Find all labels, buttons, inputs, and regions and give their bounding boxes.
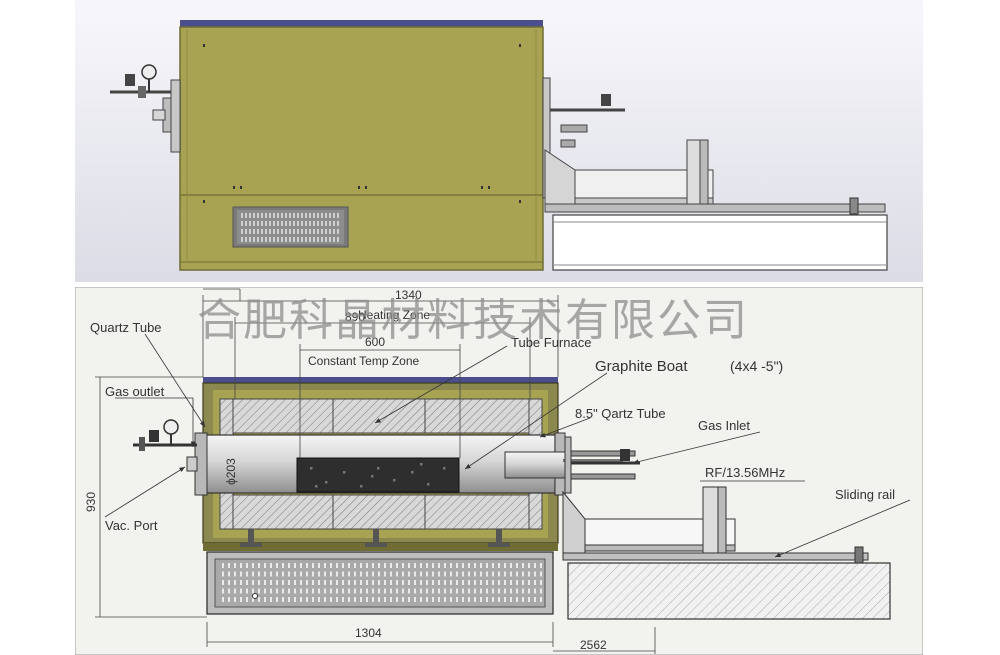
label-graphite-boat-size: (4x4 -5") (730, 358, 783, 374)
label-qartz-tube-85: 8.5" Qartz Tube (575, 406, 666, 421)
leader-lines (104, 333, 911, 558)
label-sliding-rail: Sliding rail (835, 487, 895, 502)
graphite-boat (296, 457, 460, 493)
right-valves-section (564, 436, 640, 494)
dim-heating-zone: 890 (345, 310, 365, 324)
label-gas-inlet: Gas Inlet (698, 418, 750, 433)
boat-dot (315, 485, 318, 488)
furnace-body-section (202, 377, 559, 615)
boat-dot (343, 471, 346, 474)
furnace-feet (240, 529, 510, 547)
left-flange-assembly (110, 64, 181, 153)
boat-dot (371, 475, 374, 478)
boat-dot (411, 471, 414, 474)
label-gas-outlet: Gas outlet (105, 384, 165, 399)
boat-dot (393, 479, 396, 482)
vent-grille (232, 206, 349, 248)
cabinet-screws (203, 44, 521, 203)
boat-dot (427, 483, 430, 486)
left-valves-section (133, 419, 197, 451)
label-graphite-boat: Graphite Boat (595, 358, 688, 375)
boat-dot (310, 467, 313, 470)
rendered-furnace-view (75, 0, 923, 282)
label-rf: RF/13.56MHz (705, 465, 785, 480)
label-const-zone: Constant Temp Zone (308, 354, 420, 368)
dim-total-width: 2562 (580, 638, 607, 652)
sliding-stand-render (544, 139, 888, 271)
boat-dot (377, 467, 380, 470)
dim-overall-length: 1340 (395, 288, 422, 302)
dimension-lines (95, 288, 656, 654)
dim-tube-diameter: ϕ203 (224, 458, 238, 485)
boat-dot (360, 485, 363, 488)
boat-dot (443, 467, 446, 470)
boat-dot (325, 481, 328, 484)
label-quartz-tube: Quartz Tube (90, 320, 162, 335)
dim-furnace-width: 1304 (355, 626, 382, 640)
dim-const-zone: 600 (365, 335, 385, 349)
label-heating-zone: Heating Zone (358, 308, 430, 322)
dim-height: 930 (84, 492, 98, 512)
label-tube-furnace: Tube Furnace (511, 335, 591, 350)
company-watermark: 合肥科晶材料技术有限公司 (197, 295, 749, 346)
label-vac-port: Vac. Port (105, 518, 158, 533)
cad-section-drawing: 1340 890 Heating Zone 600 Constant Temp … (75, 287, 923, 655)
sliding-stand-section (562, 486, 891, 620)
boat-dot (420, 463, 423, 466)
